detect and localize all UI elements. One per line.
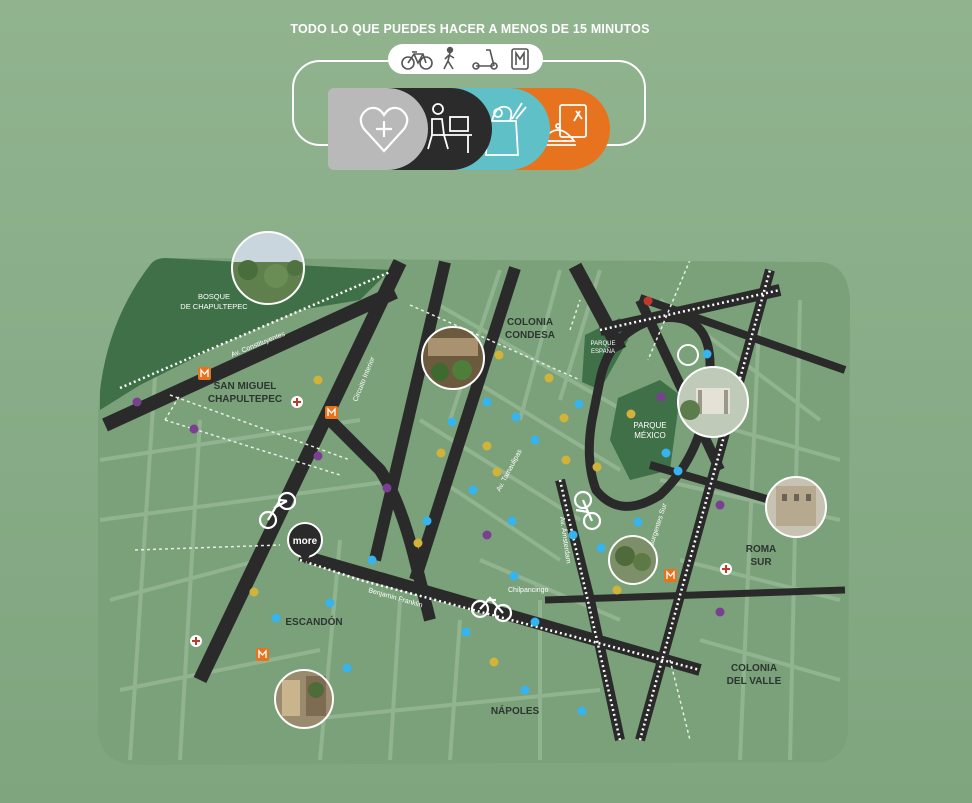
roundabout	[677, 344, 699, 366]
label-san-miguel-1: SAN MIGUEL	[214, 381, 277, 392]
label-escandon: ESCANDÓN	[285, 615, 342, 628]
poi-dot	[544, 373, 554, 383]
photo-roma-building	[765, 476, 827, 538]
transport-modes	[388, 44, 543, 74]
poi-dot	[626, 409, 636, 419]
label-roma-sur-2: SUR	[750, 557, 772, 568]
poi-dot	[482, 530, 492, 540]
street-chilpancingo: Chilpancingo	[508, 587, 549, 594]
label-san-miguel-2: CHAPULTEPEC	[208, 394, 282, 405]
label-del-valle-2: DEL VALLE	[727, 676, 782, 687]
poi-dot	[189, 424, 199, 434]
label-roma-sur-1: ROMA	[746, 544, 777, 555]
photo-parque-mexico	[677, 366, 749, 438]
poi-dot	[574, 399, 584, 409]
poi-dot	[530, 435, 540, 445]
poi-dot	[342, 663, 352, 673]
label-bosque-2: DE CHAPULTEPEC	[180, 302, 248, 311]
walking-icon	[443, 46, 455, 70]
person-desk-icon	[427, 103, 472, 153]
poi-dot	[596, 543, 606, 553]
poi-dot	[577, 706, 587, 716]
bicycle-icon	[258, 491, 297, 530]
poi-purple	[132, 392, 725, 617]
label-condesa-1: COLONIA	[507, 317, 553, 328]
poi-dot	[489, 657, 499, 667]
poi-dot	[249, 587, 259, 597]
poi-dot	[468, 485, 478, 495]
poi-dot	[447, 417, 457, 427]
poi-dot	[509, 571, 519, 581]
metro-station-icon	[256, 648, 269, 661]
poi-dot	[673, 466, 683, 476]
poi-dot	[592, 462, 602, 472]
poi-dot	[482, 441, 492, 451]
poi-dot	[715, 500, 725, 510]
poi-dot	[559, 413, 569, 423]
label-del-valle-1: COLONIA	[731, 663, 777, 674]
heart-plus-icon	[359, 106, 409, 153]
poi-dot	[461, 627, 471, 637]
poi-dot	[132, 397, 142, 407]
poi-dot	[422, 516, 432, 526]
poi-dot	[715, 607, 725, 617]
label-napoles: NÁPOLES	[491, 704, 540, 717]
category-health	[328, 88, 428, 170]
poi-dot	[482, 397, 492, 407]
poi-dot	[492, 467, 502, 477]
poi-dot	[511, 412, 521, 422]
poi-yellow	[249, 350, 636, 667]
metro-icon	[511, 48, 529, 70]
bicycle-icon	[470, 596, 513, 623]
poi-dot	[661, 448, 671, 458]
hospital-icon	[720, 563, 732, 575]
poi-dot	[313, 375, 323, 385]
photo-frame	[231, 231, 305, 305]
metro-station-icon	[664, 569, 677, 582]
label-bosque-1: BOSQUE	[198, 292, 230, 301]
poi-dot	[561, 455, 571, 465]
poi-dot	[367, 555, 377, 565]
label-espana-2: ESPAÑA	[591, 348, 615, 355]
poi-dot	[313, 451, 323, 461]
poi-dot	[494, 350, 504, 360]
bike-routes	[119, 269, 781, 741]
label-parque-mexico-1: PARQUE	[633, 421, 666, 430]
poi-dot	[436, 448, 446, 458]
headline: TODO LO QUE PUEDES HACER A MENOS DE 15 M…	[290, 22, 650, 36]
poi-dot	[612, 585, 622, 595]
poi-red-dot	[643, 296, 653, 306]
label-espana-1: PARQUE	[591, 341, 616, 347]
photo-escandon-street	[274, 669, 334, 729]
poi-dot	[325, 598, 335, 608]
label-condesa-2: CONDESA	[505, 330, 555, 341]
poi-dot	[520, 685, 530, 695]
marker-label: more	[293, 536, 318, 547]
poi-dot	[568, 530, 578, 540]
location-marker: more	[287, 522, 323, 564]
bicycle-icon	[573, 490, 602, 531]
walking-routes	[134, 259, 691, 741]
metro-station-icon	[325, 406, 338, 419]
metro-station-icon	[198, 367, 211, 380]
poi-dot	[530, 617, 540, 627]
poi-dot	[633, 517, 643, 527]
poi-dot	[413, 538, 423, 548]
poi-blue	[271, 349, 712, 716]
area-labels: BOSQUE DE CHAPULTEPEC SAN MIGUEL CHAPULT…	[180, 292, 781, 717]
poi-dot	[382, 483, 392, 493]
poi-dot	[702, 349, 712, 359]
scooter-icon	[472, 49, 498, 70]
label-parque-mexico-2: MÉXICO	[634, 431, 666, 440]
poi-dot	[271, 613, 281, 623]
bicycle-icon	[401, 51, 433, 70]
hospital-icon	[190, 635, 202, 647]
poi-dot	[656, 392, 666, 402]
poi-dot	[507, 516, 517, 526]
photo-park-trees	[608, 535, 658, 585]
parque-mexico-ring	[584, 312, 715, 511]
hospital-icon	[291, 396, 303, 408]
photo-condesa-cafe	[421, 326, 485, 390]
